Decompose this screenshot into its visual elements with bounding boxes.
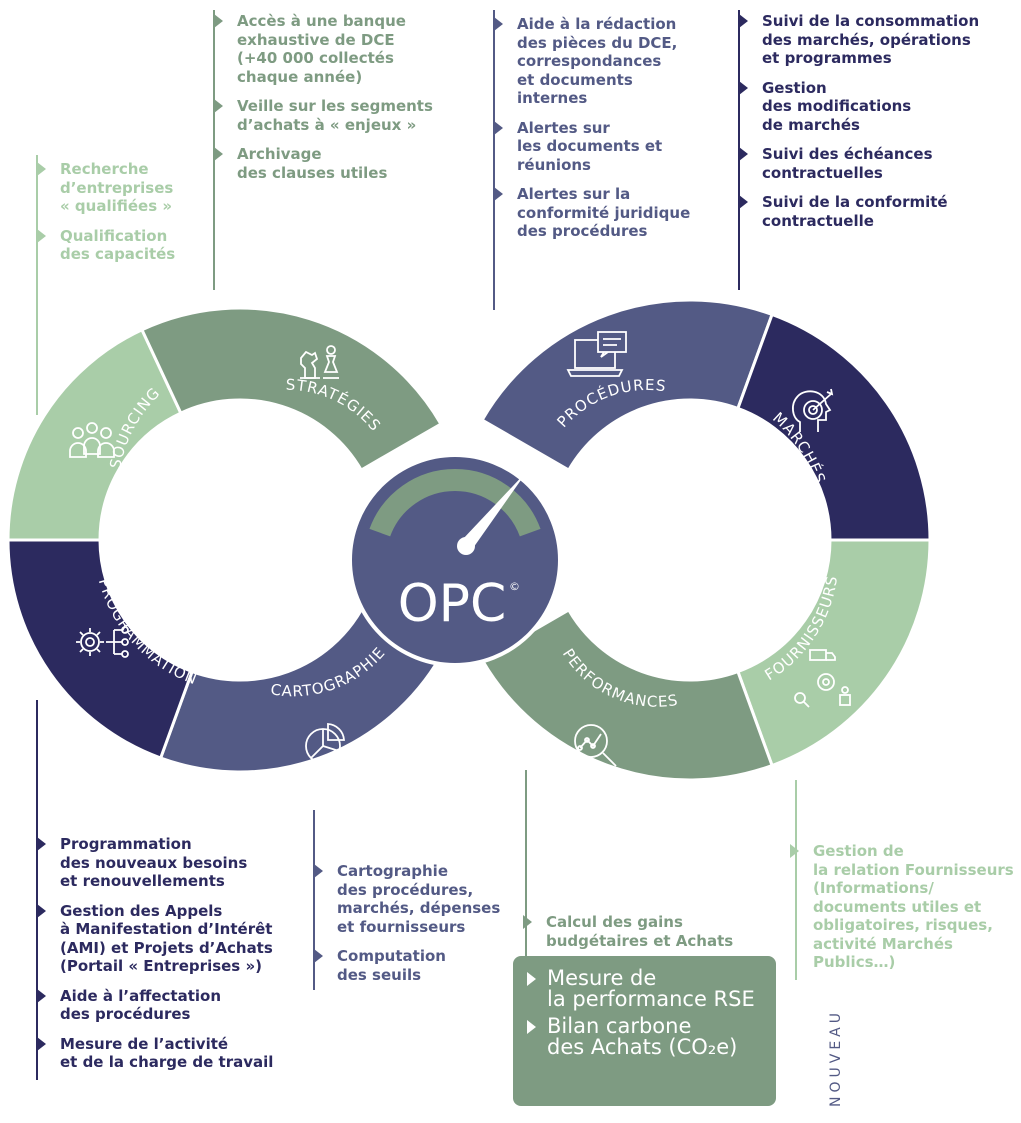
rse-list-item: Mesure de la performance RSE bbox=[527, 968, 776, 1010]
marches-list-item: Suivi des échéances contractuelles bbox=[739, 145, 1014, 182]
cartographie-guide-line bbox=[313, 810, 315, 990]
segment-cartographie bbox=[158, 607, 443, 774]
gear-network-icon bbox=[76, 626, 129, 658]
bullet-triangle-icon bbox=[314, 864, 323, 878]
bullet-triangle-icon bbox=[523, 915, 532, 929]
marches-list-item: Gestion des modifications de marchés bbox=[739, 79, 1014, 135]
rse-list-item: Bilan carbone des Achats (CO₂e) bbox=[527, 1016, 776, 1058]
procedures-list-item: Aide à la rédaction des pièces du DCE, c… bbox=[494, 15, 724, 108]
programmation-list-item: Mesure de l’activité et de la charge de … bbox=[37, 1035, 317, 1072]
bullet-triangle-icon bbox=[739, 80, 748, 95]
procedures-list: Aide à la rédaction des pièces du DCE, c… bbox=[494, 15, 724, 252]
sourcing-list-item: Recherche d’entreprises « qualifiées » bbox=[37, 160, 217, 216]
procedures-list-item: Alertes sur la conformité juridique des … bbox=[494, 185, 724, 241]
segment-strategies bbox=[139, 306, 443, 473]
people-group-icon bbox=[69, 422, 115, 458]
bullet-triangle-icon bbox=[494, 17, 503, 31]
bullet-triangle-icon bbox=[739, 14, 748, 28]
segment-procedures bbox=[480, 298, 775, 473]
copyright-mark: © bbox=[509, 580, 520, 593]
strategies-guide-line bbox=[213, 10, 215, 290]
bullet-triangle-icon bbox=[37, 837, 46, 851]
gauge-arc bbox=[369, 469, 541, 537]
programmation-guide-line bbox=[36, 700, 38, 1080]
cartographie-list: Cartographie des procédures, marchés, dé… bbox=[314, 862, 514, 995]
segment-programmation bbox=[6, 538, 195, 760]
magnifier-graph-icon bbox=[574, 724, 617, 767]
bullet-triangle-icon bbox=[527, 1020, 536, 1034]
bullet-triangle-icon bbox=[37, 1036, 46, 1051]
rse-highlight-box: Mesure de la performance RSE Bilan carbon… bbox=[513, 956, 776, 1106]
sourcing-guide-line bbox=[36, 155, 38, 415]
strategies-list-item: Archivage des clauses utiles bbox=[214, 145, 464, 182]
strategies-list: Accès à une banque exhaustive de DCE (+4… bbox=[214, 12, 464, 193]
marches-list: Suivi de la consommation des marchés, op… bbox=[739, 12, 1014, 241]
bullet-triangle-icon bbox=[37, 228, 46, 243]
bullet-triangle-icon bbox=[214, 14, 223, 28]
strategies-list-item: Accès à une banque exhaustive de DCE (+4… bbox=[214, 12, 464, 86]
performances-list-item: Calcul des gains budgétaires et Achats bbox=[523, 913, 783, 950]
bullet-triangle-icon bbox=[739, 195, 748, 209]
fournisseurs-list-item: Gestion de la relation Fournisseurs (Inf… bbox=[790, 842, 1018, 972]
programmation-list-item: Gestion des Appels à Manifestation d’Int… bbox=[37, 902, 317, 976]
programmation-list-item: Aide à l’affectation des procédures bbox=[37, 987, 317, 1024]
bullet-triangle-icon bbox=[37, 903, 46, 918]
bullet-triangle-icon bbox=[214, 99, 223, 113]
bullet-triangle-icon bbox=[214, 147, 223, 161]
pie-chart-icon bbox=[305, 723, 345, 764]
marches-guide-line bbox=[738, 10, 740, 290]
head-target-icon bbox=[792, 388, 834, 432]
rse-list: Mesure de la performance RSE Bilan carbon… bbox=[513, 956, 776, 1058]
bullet-triangle-icon bbox=[494, 120, 503, 135]
procedures-guide-line bbox=[493, 10, 495, 310]
programmation-list-item: Programmation des nouveaux besoins et re… bbox=[37, 835, 317, 891]
new-badge: NOUVEAU bbox=[828, 1009, 844, 1107]
bullet-triangle-icon bbox=[790, 844, 799, 858]
bullet-triangle-icon bbox=[37, 162, 46, 176]
bullet-triangle-icon bbox=[314, 949, 323, 963]
segment-marches bbox=[735, 312, 932, 542]
segment-sourcing bbox=[6, 327, 183, 542]
bullet-triangle-icon bbox=[527, 972, 536, 986]
sourcing-list: Recherche d’entreprises « qualifiées » Qu… bbox=[37, 160, 217, 275]
segment-fournisseurs bbox=[735, 538, 932, 768]
bullet-triangle-icon bbox=[739, 147, 748, 161]
fournisseurs-list: Gestion de la relation Fournisseurs (Inf… bbox=[790, 842, 1018, 983]
gauge-needle bbox=[462, 470, 528, 551]
bullet-triangle-icon bbox=[494, 187, 503, 201]
fournisseurs-guide-line bbox=[795, 780, 797, 980]
supply-chain-icon bbox=[794, 649, 851, 708]
segment-performances bbox=[480, 607, 775, 782]
bullet-triangle-icon bbox=[37, 988, 46, 1003]
chess-pieces-icon bbox=[300, 345, 339, 379]
opc-logo: OPC bbox=[398, 574, 507, 634]
gauge-pivot bbox=[457, 537, 475, 555]
cartographie-list-item: Cartographie des procédures, marchés, dé… bbox=[314, 862, 514, 936]
cartographie-list-item: Computation des seuils bbox=[314, 947, 514, 984]
marches-list-item: Suivi de la consommation des marchés, op… bbox=[739, 12, 1014, 68]
laptop-chat-icon bbox=[566, 331, 627, 377]
strategies-list-item: Veille sur les segments d’achats à « enj… bbox=[214, 97, 464, 134]
marches-list-item: Suivi de la conformité contractuelle bbox=[739, 193, 1014, 230]
sourcing-list-item: Qualification des capacités bbox=[37, 227, 217, 264]
procedures-list-item: Alertes sur les documents et réunions bbox=[494, 119, 724, 175]
programmation-list: Programmation des nouveaux besoins et re… bbox=[37, 835, 317, 1083]
